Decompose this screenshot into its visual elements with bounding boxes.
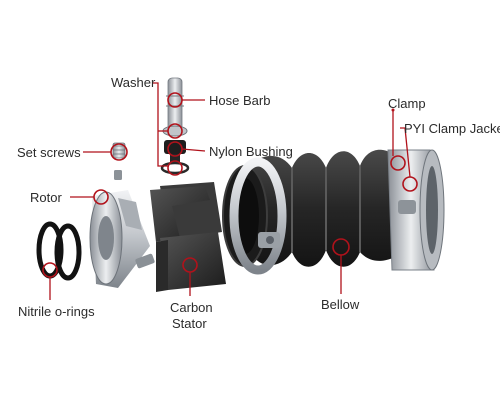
label-clamp: Clamp [388, 96, 426, 111]
label-bellow: Bellow [321, 297, 360, 312]
label-rotor: Rotor [30, 190, 62, 205]
rotor-part [89, 190, 155, 288]
o-rings-part [36, 221, 82, 281]
label-washer: Washer [111, 75, 156, 90]
label-set-screws: Set screws [17, 145, 81, 160]
label-pyi-clamp-jacket: PYI Clamp Jacket [404, 121, 500, 136]
callout-clamp [390, 155, 406, 171]
leader-lines [49, 82, 411, 300]
label-nitrile-orings: Nitrile o-rings [18, 304, 95, 319]
label-hose-barb: Hose Barb [209, 93, 271, 108]
callout-washer-bottom [167, 160, 183, 176]
label-carbon: Carbon [170, 300, 213, 315]
label-nylon-bushing: Nylon Bushing [209, 144, 293, 159]
label-stator: Stator [172, 316, 207, 331]
set-screw-part [112, 142, 126, 180]
carbon-stator-part [150, 182, 226, 292]
left-clamp-part [229, 157, 287, 275]
pyi-clamp-jacket-part [387, 149, 445, 271]
